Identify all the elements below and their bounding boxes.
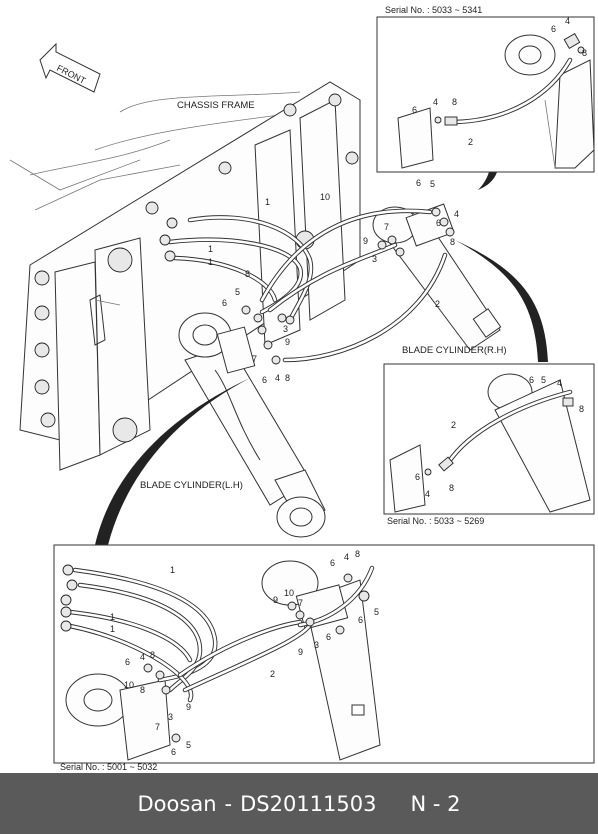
pointer-to-right-inset	[455, 240, 548, 362]
callout-number: 8	[285, 373, 290, 383]
callout-number: 8	[245, 269, 250, 279]
front-arrow: FRONT	[39, 42, 101, 93]
callout-number: 3	[168, 712, 173, 722]
callout-number: 6	[529, 375, 534, 385]
blade-cylinder-rh	[372, 203, 502, 351]
callout-number: 2	[435, 299, 440, 309]
callout-number: 2	[451, 420, 456, 430]
callout-number: 7	[384, 222, 389, 232]
inset-middle-right: 2 6 5 4 8 6 4 8 Serial No. : 5033 ~ 5269	[383, 363, 595, 526]
callout-number: 1	[110, 624, 115, 634]
callout-number: 8	[582, 48, 587, 58]
inset-bottom: 1 1 1 6 4 8 10 8 9 3 7 6 5 2 9 10 7 9 3 …	[53, 544, 595, 772]
callout-number: 8	[150, 650, 155, 660]
callout-number: 4	[565, 16, 570, 26]
inset-top-right: 6 4 8 2 4 6 8 Serial No. : 5033 ~ 5341	[376, 5, 595, 173]
callout-number: 5	[374, 607, 379, 617]
callout-number: 9	[186, 702, 191, 712]
callout-number: 8	[140, 685, 145, 695]
footer-part-code: DS20111503	[240, 791, 377, 816]
callout-number: 9	[285, 337, 290, 347]
callout-number: 1	[170, 565, 175, 575]
callout-number: 9	[363, 236, 368, 246]
callout-number: 5	[541, 375, 546, 385]
inset-middle-right-serial: Serial No. : 5033 ~ 5269	[387, 516, 484, 526]
blade-cylinder-lh	[178, 312, 326, 538]
callout-number: 6	[171, 747, 176, 757]
inset-top-right-serial: Serial No. : 5033 ~ 5341	[385, 5, 482, 15]
frame-bolts	[34, 93, 359, 443]
callout-number: 10	[320, 192, 330, 202]
footer-separator: -	[224, 791, 233, 816]
callout-number: 8	[449, 483, 454, 493]
callout-number: 5	[235, 287, 240, 297]
callout-number: 9	[273, 595, 278, 605]
callout-number: 6	[415, 472, 420, 482]
callout-number: 4	[140, 652, 145, 662]
inset-bottom-serial: Serial No. : 5001 ~ 5032	[60, 762, 157, 772]
callout-number: 8	[450, 237, 455, 247]
callout-number: 10	[124, 680, 134, 690]
callout-number: 2	[270, 669, 275, 679]
callout-number: 3	[314, 640, 319, 650]
callout-number: 6	[330, 558, 335, 568]
callout-number: 10	[284, 588, 294, 598]
callout-number: 8	[355, 549, 360, 559]
callout-number: 6	[551, 24, 556, 34]
callout-number: 7	[298, 598, 303, 608]
callout-number: 4	[275, 373, 280, 383]
main-callouts: 1 1 1 10 8 5 6 3 9 7 6 4 8 9 3 7 6 5 6 4…	[208, 178, 459, 385]
callout-number: 6	[358, 615, 363, 625]
callout-number: 6	[412, 105, 417, 115]
callout-number: 4	[454, 209, 459, 219]
callout-number: 6	[125, 657, 130, 667]
footer-bar: Doosan - DS20111503 N - 2	[0, 773, 598, 834]
callout-number: 6	[436, 218, 441, 228]
callout-number: 7	[155, 722, 160, 732]
pointer-to-bottom-inset	[95, 378, 250, 545]
callout-number: 6	[416, 178, 421, 188]
blade-cylinder-rh-label: BLADE CYLINDER(R.H)	[402, 345, 507, 356]
callout-number: 3	[283, 324, 288, 334]
blade-cylinder-lh-label: BLADE CYLINDER(L.H)	[140, 480, 243, 491]
callout-number: 4	[344, 552, 349, 562]
callout-number: 1	[208, 257, 213, 267]
callout-number: 6	[262, 375, 267, 385]
callout-number: 5	[186, 740, 191, 750]
callout-number: 4	[557, 378, 562, 388]
callout-number: 4	[425, 489, 430, 499]
callout-number: 5	[430, 179, 435, 189]
callout-number: 9	[298, 647, 303, 657]
chassis-frame-label: CHASSIS FRAME	[177, 100, 255, 111]
callout-number: 6	[326, 632, 331, 642]
main-hoses	[167, 208, 448, 363]
callout-number: 4	[433, 97, 438, 107]
callout-number: 7	[252, 354, 257, 364]
callout-number: 1	[208, 244, 213, 254]
chassis-frame	[9, 81, 361, 471]
callout-number: 1	[265, 197, 270, 207]
callout-number: 8	[452, 97, 457, 107]
callout-number: 6	[222, 298, 227, 308]
pointer-to-top-inset	[478, 172, 497, 190]
callout-number: 1	[110, 612, 115, 622]
footer-brand: Doosan	[137, 791, 217, 816]
callout-number: 8	[579, 404, 584, 414]
footer-page: N - 2	[410, 791, 461, 816]
main-fittings	[159, 207, 455, 365]
exploded-parts-diagram: FRONT CHA	[9, 5, 595, 772]
callout-number: 3	[372, 254, 377, 264]
callout-number: 2	[468, 137, 473, 147]
